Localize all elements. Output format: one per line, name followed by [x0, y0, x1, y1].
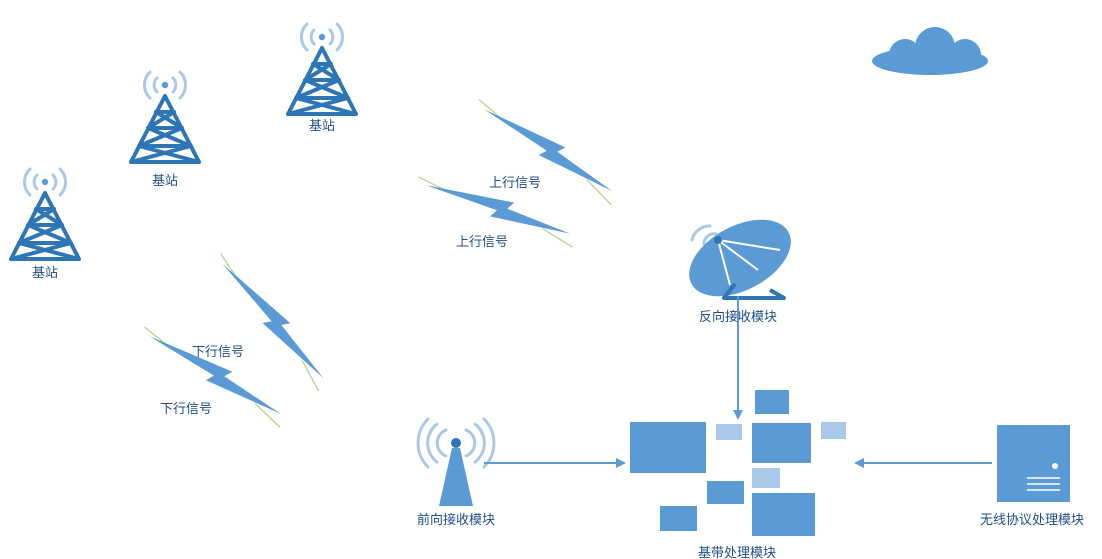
- lightning-bolt-icon: [460, 98, 630, 206]
- forward-receive-label: 前向接收模块: [417, 512, 495, 528]
- antenna-tower-icon: [416, 417, 496, 506]
- baseband-label: 基带处理模块: [698, 546, 776, 559]
- base-station-label: 基站: [32, 266, 58, 281]
- base-station-tower-icon: [9, 167, 81, 261]
- downlink-signal-label: 下行信号: [160, 402, 212, 417]
- base-station-tower-icon: [286, 22, 358, 116]
- wireless-protocol-module: 无线协议处理模块: [980, 425, 1084, 528]
- uplink-signal-1: 上行信号: [460, 98, 630, 206]
- forward-receive-module: 前向接收模块: [416, 417, 496, 528]
- satellite-dish-icon: [689, 219, 791, 300]
- base-station-3: 基站: [9, 167, 81, 281]
- base-station-1: 基站: [286, 22, 358, 134]
- baseband-module: 基带处理模块: [630, 390, 846, 559]
- cloud-icon: [872, 27, 988, 75]
- reverse-receive-module: 反向接收模块: [689, 219, 791, 325]
- wireless-protocol-label: 无线协议处理模块: [980, 513, 1084, 528]
- blocks-icon: [630, 390, 846, 536]
- base-station-tower-icon: [129, 70, 201, 164]
- downlink-signal-label: 下行信号: [192, 345, 244, 360]
- base-station-label: 基站: [309, 119, 335, 134]
- uplink-signal-2: 上行信号: [411, 176, 580, 250]
- base-station-label: 基站: [152, 174, 178, 189]
- downlink-signal-2: 下行信号: [127, 326, 298, 429]
- downlink-signal-1: 下行信号: [190, 252, 349, 392]
- uplink-signal-label: 上行信号: [456, 235, 508, 250]
- server-icon: [997, 425, 1070, 502]
- base-station-2: 基站: [129, 70, 201, 189]
- uplink-signal-label: 上行信号: [489, 176, 541, 191]
- lightning-bolt-icon: [127, 326, 298, 429]
